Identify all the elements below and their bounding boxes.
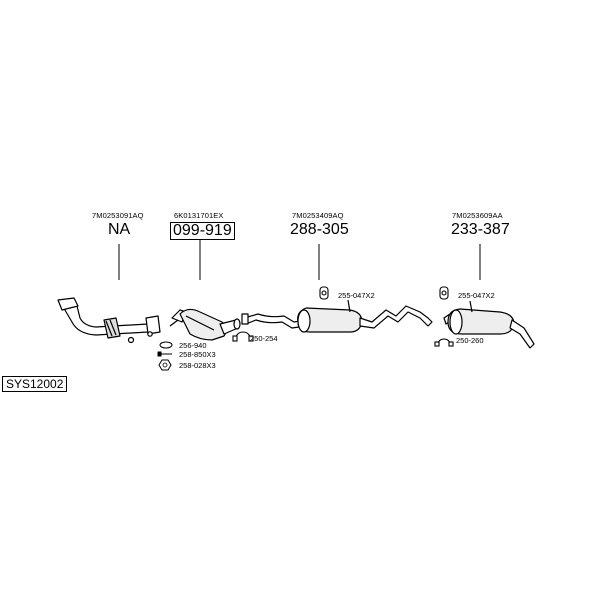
accessory-hanger-2-label[interactable]: 255-047X2	[458, 291, 495, 300]
catalyst-part[interactable]	[169, 308, 241, 341]
oem-code-rear-silencer: 7M0253609AA	[452, 211, 503, 220]
part-number-front-pipe[interactable]: NA	[108, 221, 131, 238]
system-code-label: SYS12002	[2, 376, 68, 392]
oem-code-front-pipe: 7M0253091AQ	[92, 211, 144, 220]
middle-silencer-part[interactable]	[241, 299, 433, 333]
part-number-catalyst[interactable]: 099-919	[170, 222, 235, 240]
clamp-icon	[434, 338, 454, 347]
oem-code-middle-silencer: 7M0253409AQ	[292, 211, 344, 220]
accessory-nut-label[interactable]: 258-028X3	[179, 361, 216, 370]
oem-code-catalyst: 6K0131701EX	[174, 211, 224, 220]
part-number-middle-silencer[interactable]: 288-305	[290, 221, 349, 238]
bolt-icon	[157, 351, 172, 357]
accessory-hanger-1-label[interactable]: 255-047X2	[338, 291, 375, 300]
front-pipe-part[interactable]	[57, 297, 161, 344]
accessory-clamp-1-label[interactable]: 250-254	[250, 334, 278, 343]
accessory-gasket-label[interactable]: 256-940	[179, 341, 207, 350]
hanger-icon	[439, 286, 449, 300]
hanger-icon	[319, 286, 329, 300]
accessory-clamp-2-label[interactable]: 250-260	[456, 336, 484, 345]
rear-silencer-part[interactable]	[443, 300, 535, 349]
accessory-bolt-label[interactable]: 258-850X3	[179, 350, 216, 359]
part-number-rear-silencer[interactable]: 233-387	[451, 221, 510, 238]
gasket-icon	[159, 341, 173, 349]
nut-icon	[158, 359, 172, 371]
clamp-icon	[232, 331, 254, 342]
